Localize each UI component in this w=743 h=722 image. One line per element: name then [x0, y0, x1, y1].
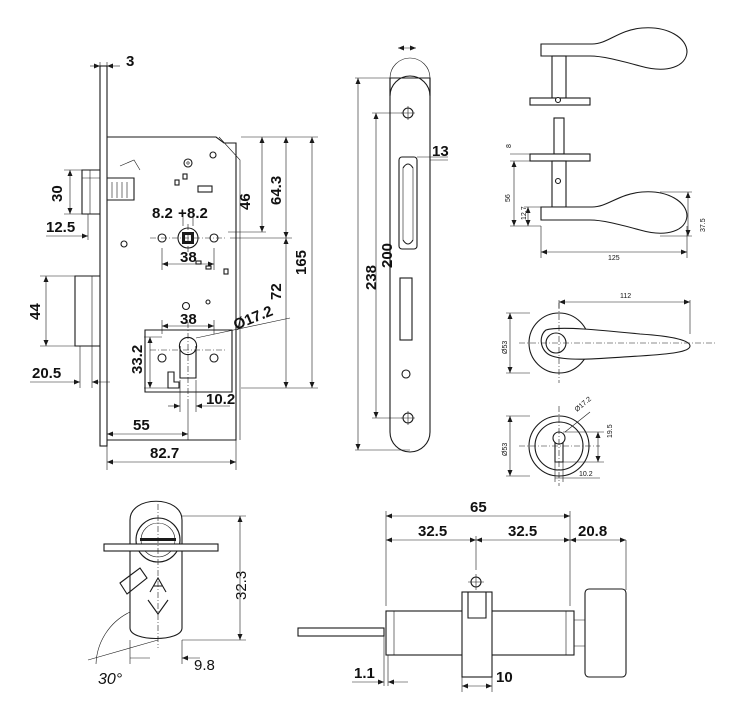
dim-faceplate-thickness: 3	[126, 53, 134, 70]
thumb-turn	[584, 588, 627, 678]
dim-cam-width: 10	[496, 669, 513, 686]
cylinder-tail	[297, 627, 385, 637]
dim-faceplate-width: 13	[432, 143, 449, 160]
dim-escutcheon-rose-diameter: Ø53	[502, 443, 509, 456]
faceplate-outline	[389, 77, 431, 453]
faceplate-view: 13 238 200	[355, 45, 449, 453]
dim-64-3: 64.3	[268, 176, 285, 205]
dim-cylinder-half-right: 32.5	[508, 523, 537, 540]
cam-housing	[461, 591, 493, 678]
latch	[81, 169, 100, 215]
lock-faceplate	[99, 65, 108, 447]
dim-handle-length: 125	[608, 255, 620, 262]
dim-56: 56	[505, 194, 512, 202]
dim-knob-length: 20.8	[578, 523, 607, 540]
lock-case	[107, 136, 237, 441]
deadbolt	[74, 275, 100, 347]
dim-cylinder-profile-height: 32.3	[233, 571, 250, 600]
cylinder-side-view: 65 32.5 32.5 20.8 1.1 10	[297, 499, 627, 692]
lever-top	[540, 27, 688, 70]
dim-cylinder-profile-width: 9.8	[194, 657, 215, 674]
cylinder-cutout	[144, 329, 233, 393]
dim-keyhole-diameter: Ø17.2	[574, 396, 593, 414]
dim-cylinder-height: 33.2	[129, 345, 146, 374]
dim-cylinder-offset: 1.1	[354, 665, 375, 682]
escutcheon-view: Ø17.2 19.5 10.2 Ø53	[502, 396, 614, 486]
dim-screw-pitch: 200	[379, 243, 396, 268]
dim-cylinder-half-left: 32.5	[418, 523, 447, 540]
dim-spindle-half-left: 8.2	[152, 205, 173, 222]
dim-front-rose-diameter: Ø53	[502, 341, 509, 354]
dim-keyhole-offset: 10.2	[579, 471, 593, 478]
dim-latch-offset: 12.5	[46, 219, 75, 236]
dim-body-depth: 82.7	[150, 445, 179, 462]
handle-side-view: 8 56 12.7 37.5 125	[505, 27, 707, 262]
latch-opening	[398, 156, 418, 250]
svg-text:+: +	[178, 205, 187, 222]
dim-cam-angle: 30°	[98, 671, 123, 688]
screw-hole	[209, 151, 217, 159]
dim-10-2: 10.2	[206, 391, 235, 408]
dim-72: 72	[268, 283, 285, 300]
dim-backset: 55	[133, 417, 150, 434]
screw-hole	[120, 240, 128, 248]
dim-cylinder-pitch: 38	[180, 311, 197, 328]
cylinder-profile-view: 30° 32.3 9.8	[87, 500, 250, 688]
dim-165: 165	[293, 250, 310, 275]
bolt-opening	[399, 277, 413, 341]
dim-spindle-pitch: 38	[180, 249, 197, 266]
handle-front-view: 112 Ø53	[502, 293, 715, 383]
dim-front-handle-length: 112	[620, 293, 631, 300]
dim-latch-height: 30	[49, 185, 66, 202]
dim-46: 46	[237, 193, 254, 210]
dim-rose-thickness: 8	[506, 144, 513, 148]
cam-bar	[103, 543, 219, 552]
dim-12-7: 12.7	[521, 206, 528, 220]
dim-cylinder-diameter: Ø17.2	[231, 303, 275, 334]
screw-hole	[181, 301, 191, 311]
dim-cylinder-total-length: 65	[470, 499, 487, 516]
lock-body-view: 3 30 12.5 8.2 + 8.2 38 46 64.3 165 72 44…	[27, 53, 318, 470]
screw-hole	[183, 158, 193, 168]
cylinder-profile-outline	[129, 500, 183, 639]
dim-keyhole-height: 19.5	[607, 424, 614, 438]
dim-bolt-height: 44	[27, 303, 44, 320]
dim-faceplate-length: 238	[363, 265, 380, 290]
dim-37-5: 37.5	[700, 218, 707, 232]
screw-hole	[205, 299, 211, 305]
dim-bolt-offset: 20.5	[32, 365, 61, 382]
lever-front	[540, 327, 691, 360]
dim-spindle-half-right: 8.2	[187, 205, 208, 222]
